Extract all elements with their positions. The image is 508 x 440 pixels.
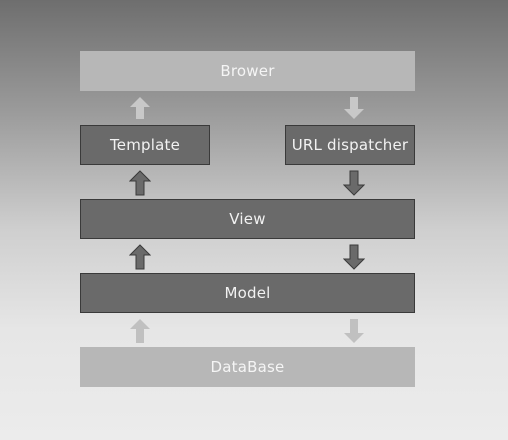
arrow-down-icon [343, 318, 365, 344]
arrow-down-icon [343, 96, 365, 120]
arrow-down-icon [343, 244, 365, 270]
view-node: View [80, 199, 415, 239]
model-node: Model [80, 273, 415, 313]
arrow-up-icon [129, 244, 151, 270]
browser-node: Brower [80, 51, 415, 91]
url-dispatcher-node: URL dispatcher [285, 125, 415, 165]
template-node: Template [80, 125, 210, 165]
arrow-up-icon [129, 318, 151, 344]
arrow-up-icon [129, 170, 151, 196]
arrow-down-icon [343, 170, 365, 196]
database-node: DataBase [80, 347, 415, 387]
arrow-up-icon [129, 96, 151, 120]
